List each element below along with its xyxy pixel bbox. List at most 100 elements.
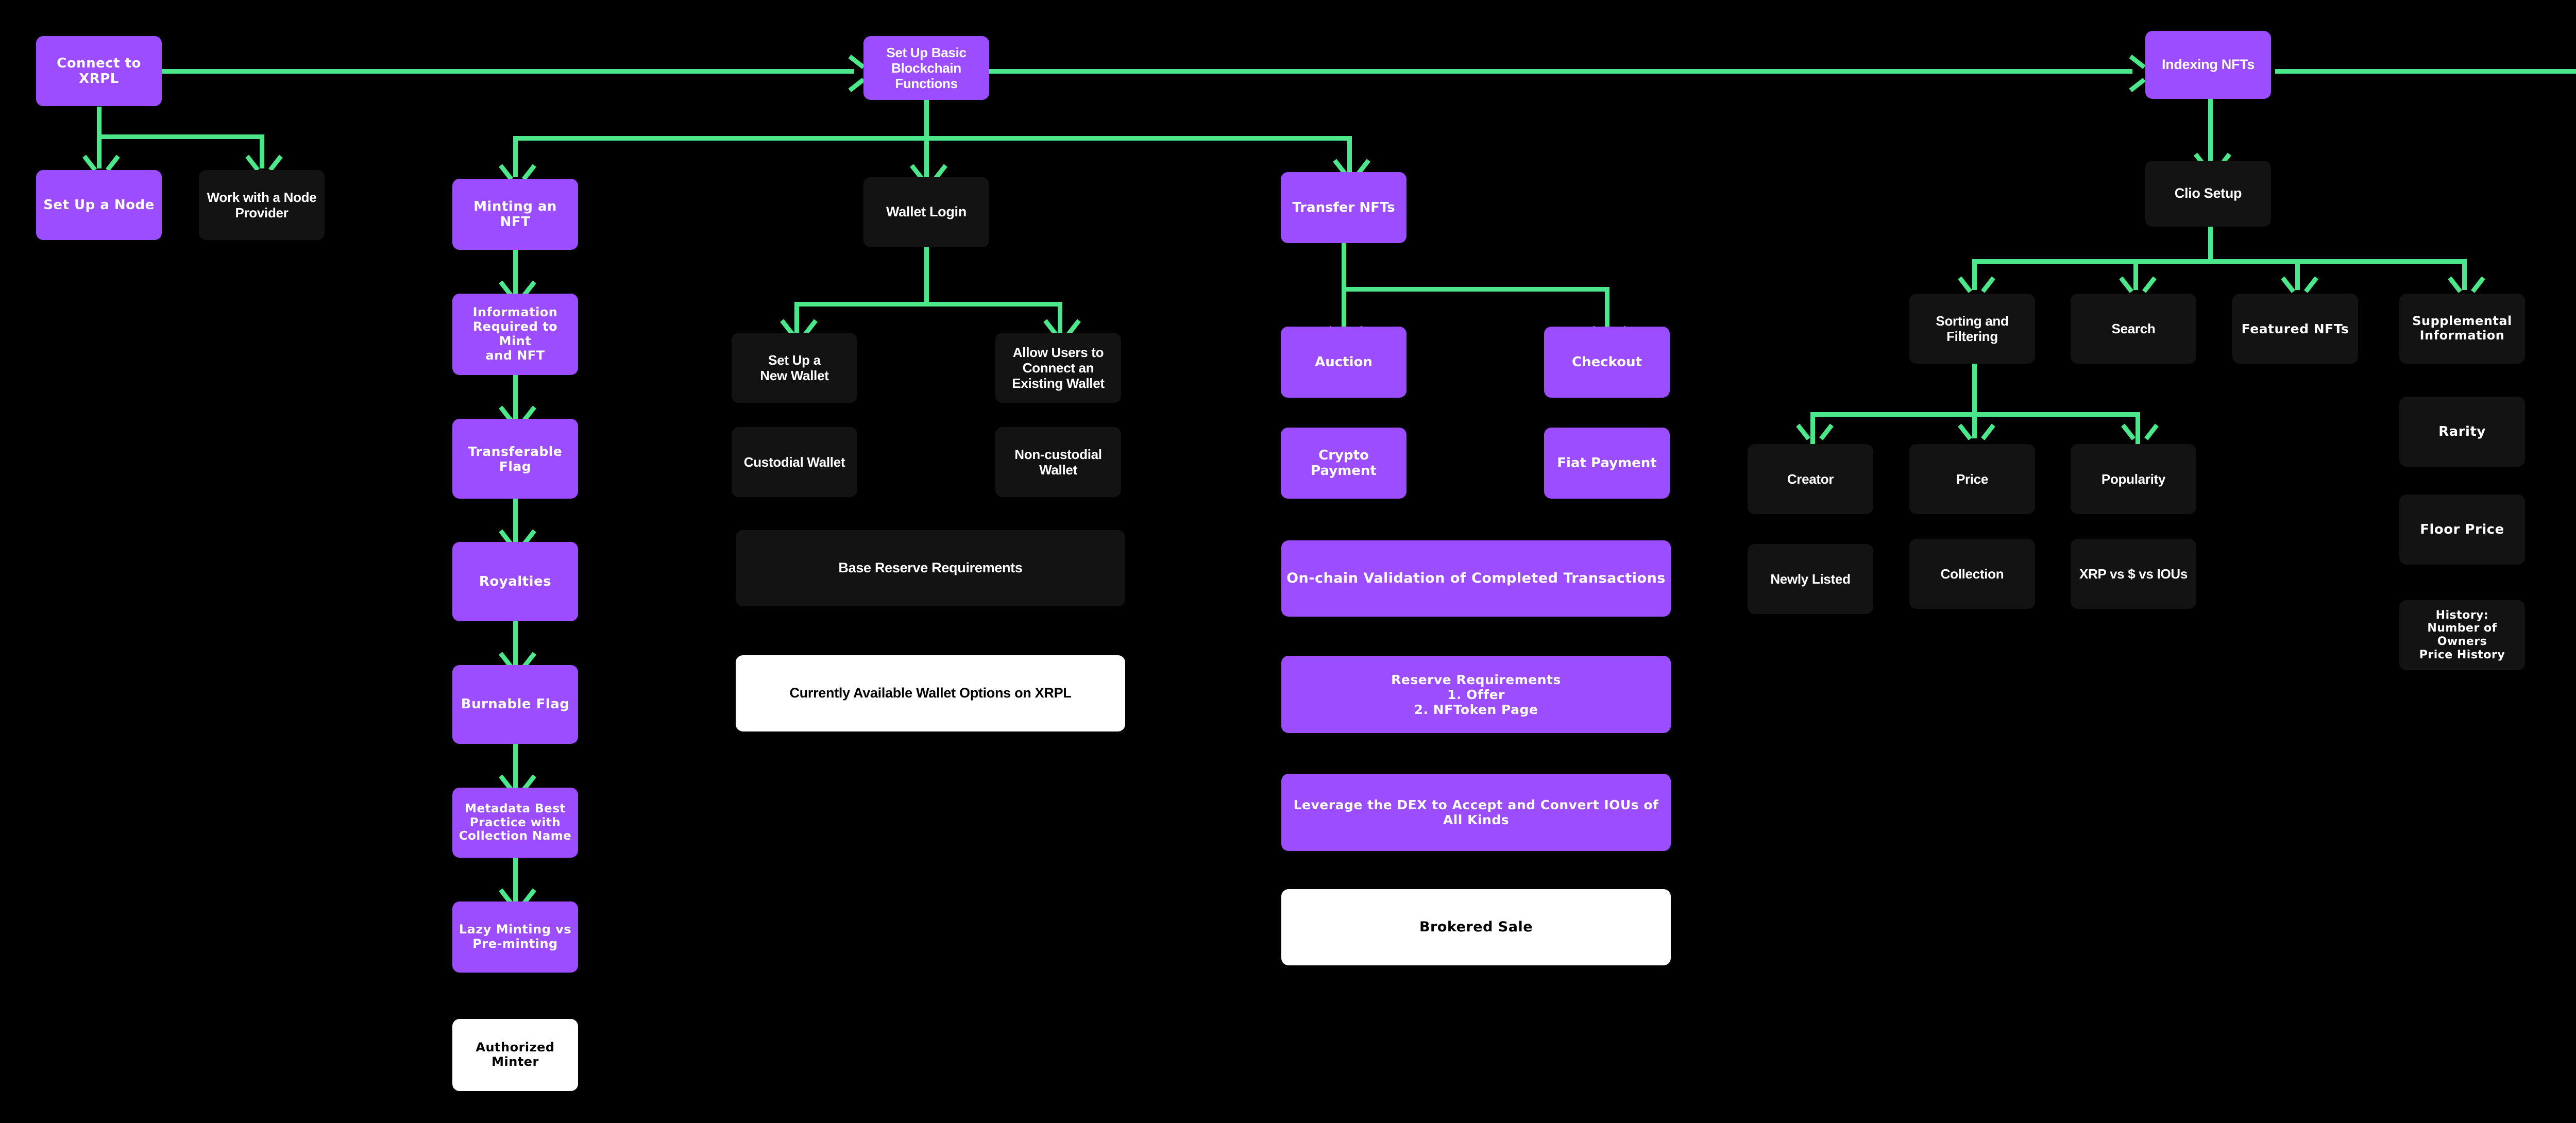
node-information-required-to-mint[interactable]: Information Required to Mint and NFT [452,294,578,375]
connector-to-existingwallet [1058,302,1062,333]
node-onchain-validation[interactable]: On-chain Validation of Completed Transac… [1281,540,1671,617]
node-newly-listed[interactable]: Newly Listed [1748,544,1873,614]
node-reserve-requirements[interactable]: Reserve Requirements 1. Offer 2. NFToken… [1281,656,1671,733]
connector-to-supplemental [2462,259,2467,290]
node-label: Checkout [1571,354,1642,370]
node-transfer-nfts[interactable]: Transfer NFTs [1281,172,1406,243]
node-label: Fiat Payment [1557,455,1657,471]
node-price[interactable]: Price [1909,444,2035,514]
node-royalties[interactable]: Royalties [452,542,578,621]
node-featured-nfts[interactable]: Featured NFTs [2232,294,2358,364]
node-set-up-basic-blockchain-functions[interactable]: Set Up Basic Blockchain Functions [863,36,989,100]
node-non-custodial-wallet[interactable]: Non-custodial Wallet [995,427,1121,497]
node-metadata-best-practice[interactable]: Metadata Best Practice with Collection N… [452,788,578,858]
connector-royalties-to-burnable [513,621,518,665]
node-label: Base Reserve Requirements [838,560,1023,576]
node-label: Collection [1940,566,2004,582]
node-label: Leverage the DEX to Accept and Convert I… [1293,797,1659,827]
node-sorting-and-filtering[interactable]: Sorting and Filtering [1909,294,2035,364]
node-wallet-login[interactable]: Wallet Login [863,177,989,247]
connector-walletlogin-rail [794,302,1062,307]
node-base-reserve-requirements[interactable]: Base Reserve Requirements [736,530,1125,606]
connector-transferable-to-royalties [513,499,518,542]
node-label: Non-custodial Wallet [1014,446,1102,478]
node-label: XRP vs $ vs IOUs [2079,566,2188,582]
connector-sorting-rail [1810,412,2140,417]
node-label: Set Up Basic Blockchain Functions [886,44,967,92]
node-rarity[interactable]: Rarity [2399,397,2525,467]
node-burnable-flag[interactable]: Burnable Flag [452,665,578,744]
connector-to-minting [513,136,518,177]
node-clio-setup[interactable]: Clio Setup [2145,161,2271,227]
connector-transfernfts-down [1342,243,1346,341]
node-supplemental-information[interactable]: Supplemental Information [2399,294,2525,364]
connector-xrpl-down [97,107,101,139]
node-label: Supplemental Information [2412,314,2512,343]
connector-burnable-to-metadata [513,744,518,788]
connector-to-popularity [2136,412,2140,444]
node-label: Creator [1787,471,1834,487]
node-transferable-flag[interactable]: Transferable Flag [452,419,578,499]
node-creator[interactable]: Creator [1748,444,1873,514]
connector-to-nodeprovider [260,134,264,168]
connector-transfernfts-rail [1342,287,1609,292]
node-custodial-wallet[interactable]: Custodial Wallet [732,427,857,497]
connector-info-to-transferable [513,375,518,419]
node-label: Authorized Minter [476,1040,555,1069]
node-indexing-nfts[interactable]: Indexing NFTs [2145,31,2271,99]
connector-to-setupnode [97,134,101,168]
node-label: Auction [1315,354,1372,370]
node-auction[interactable]: Auction [1281,327,1406,398]
node-lazy-minting-vs-preminting[interactable]: Lazy Minting vs Pre-minting [452,901,578,973]
node-search[interactable]: Search [2071,294,2196,364]
node-floor-price[interactable]: Floor Price [2399,495,2525,565]
node-label: Custodial Wallet [743,454,845,470]
connector-to-creator [1810,412,1815,444]
node-label: Search [2111,320,2156,336]
node-history[interactable]: History: Number of Owners Price History [2399,600,2525,670]
node-label: Lazy Minting vs Pre-minting [459,922,572,951]
node-set-up-a-new-wallet[interactable]: Set Up a New Wallet [732,333,857,403]
node-brokered-sale[interactable]: Brokered Sale [1281,889,1671,965]
node-work-with-a-node-provider[interactable]: Work with a Node Provider [199,170,325,240]
connector-to-featured [2295,259,2300,290]
node-label: Featured NFTs [2241,321,2349,336]
node-label: Metadata Best Practice with Collection N… [459,802,572,843]
node-collection[interactable]: Collection [1909,539,2035,609]
connector-xrpl-split-rail [97,134,264,139]
node-label: Wallet Login [886,204,967,220]
connector-basicfunctions-rail [513,136,1352,141]
node-label: Sorting and Filtering [1936,313,2009,344]
node-connect-to-xrpl[interactable]: Connect to XRPL [36,36,162,106]
node-label: Royalties [479,573,552,589]
node-label: Floor Price [2420,521,2504,537]
connector-basicfunctions-down [924,99,929,140]
node-checkout[interactable]: Checkout [1544,327,1670,398]
node-currently-available-wallet-options[interactable]: Currently Available Wallet Options on XR… [736,655,1125,731]
node-label: Clio Setup [2174,185,2242,201]
node-label: Connect to XRPL [57,55,141,87]
connector-indexing-to-caching [2275,69,2576,74]
node-label: Information Required to Mint and NFT [472,305,558,363]
node-xrp-vs-dollar-vs-ious[interactable]: XRP vs $ vs IOUs [2071,539,2196,609]
node-label: Rarity [2438,423,2486,439]
node-crypto-payment[interactable]: Crypto Payment [1281,428,1406,499]
node-allow-users-connect-existing-wallet[interactable]: Allow Users to Connect an Existing Walle… [995,333,1121,403]
connector-clio-rail [1972,259,2467,264]
node-set-up-a-node[interactable]: Set Up a Node [36,170,162,240]
node-popularity[interactable]: Popularity [2071,444,2196,514]
connector-minting-to-info [513,250,518,294]
node-authorized-minter[interactable]: Authorized Minter [452,1019,578,1091]
node-leverage-the-dex[interactable]: Leverage the DEX to Accept and Convert I… [1281,774,1671,851]
node-label: Popularity [2101,471,2166,487]
connector-sorting-down [1972,364,1977,438]
node-label: Price [1956,471,1989,487]
connector-to-walletlogin [924,136,929,177]
connector-basicfunctions-to-indexing [989,69,2132,74]
node-minting-an-nft[interactable]: Minting an NFT [452,179,578,250]
node-label: Crypto Payment [1311,447,1377,479]
node-fiat-payment[interactable]: Fiat Payment [1544,428,1670,499]
node-label: Burnable Flag [461,696,570,712]
connector-to-transfernfts [1347,136,1352,172]
